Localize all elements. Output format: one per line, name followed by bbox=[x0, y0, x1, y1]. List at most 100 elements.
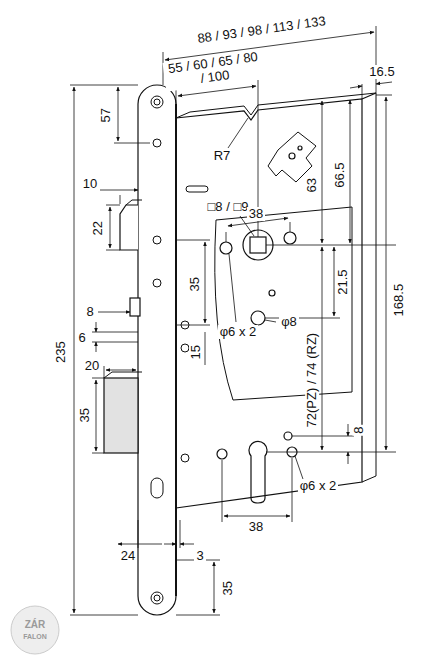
drawing-line bbox=[292, 458, 293, 522]
drawing-line bbox=[176, 88, 177, 118]
dimension-label: 235 bbox=[54, 339, 68, 365]
drawing-line bbox=[334, 247, 335, 316]
drawing-circle bbox=[284, 232, 296, 244]
drawing-line bbox=[362, 93, 376, 99]
dimension-label: 15 bbox=[189, 343, 203, 361]
drawing-circle bbox=[153, 139, 161, 147]
drawing-line bbox=[176, 240, 210, 241]
drawing-line bbox=[290, 222, 291, 232]
dimension-label: R7 bbox=[212, 149, 233, 163]
drawing-line bbox=[92, 332, 138, 333]
drawing-circle bbox=[298, 146, 302, 150]
drawing-line bbox=[164, 544, 176, 545]
drawing-circle bbox=[154, 595, 160, 601]
dimension-label: 21.5 bbox=[336, 267, 350, 296]
drawing-line bbox=[205, 332, 206, 365]
drawing-rect bbox=[151, 478, 163, 498]
dimension-label: 35 bbox=[188, 275, 202, 293]
drawing-line bbox=[350, 86, 362, 88]
drawing-circle bbox=[11, 606, 59, 654]
drawing-rect bbox=[138, 85, 176, 615]
dimension-label: 6 bbox=[76, 331, 87, 345]
drawing-line bbox=[266, 452, 396, 453]
drawing-line bbox=[322, 247, 323, 450]
drawing-circle bbox=[269, 290, 275, 296]
drawing-path bbox=[120, 205, 138, 250]
drawing-rect bbox=[186, 186, 208, 192]
drawing-line bbox=[176, 615, 220, 616]
drawing-line bbox=[96, 342, 97, 352]
drawing-line bbox=[120, 195, 121, 204]
drawing-circle bbox=[153, 279, 161, 287]
drawing-circle bbox=[151, 96, 163, 108]
drawing-line bbox=[70, 615, 138, 616]
drawing-rect bbox=[130, 298, 140, 316]
drawing-line bbox=[74, 87, 75, 613]
drawing-line bbox=[114, 143, 150, 144]
drawing-path bbox=[126, 200, 142, 205]
dimension-label: 20 bbox=[83, 359, 101, 373]
dimension-label: 8 bbox=[353, 424, 367, 435]
drawing-line bbox=[386, 97, 387, 450]
drawing-g bbox=[70, 26, 396, 615]
drawing-line bbox=[118, 87, 119, 141]
dimension-label: □8 / □9 bbox=[206, 200, 251, 214]
drawing-line bbox=[214, 562, 215, 613]
drawing-line bbox=[96, 322, 97, 332]
drawing-line bbox=[92, 378, 104, 379]
drawing-line bbox=[96, 380, 97, 451]
drawing-circle bbox=[251, 311, 265, 325]
dimension-label: 57 bbox=[99, 106, 113, 124]
drawing-line bbox=[266, 245, 396, 246]
drawing-path bbox=[176, 99, 362, 508]
drawing-line bbox=[265, 318, 340, 319]
drawing-rect bbox=[104, 378, 138, 453]
drawing-circle bbox=[151, 592, 163, 604]
drawing-line bbox=[92, 453, 104, 454]
drawing-line bbox=[98, 312, 130, 313]
dimension-label: 8 bbox=[84, 305, 95, 319]
drawing-line bbox=[376, 26, 377, 93]
dimension-label: 35 bbox=[78, 406, 92, 424]
drawing-line bbox=[70, 85, 138, 86]
dimension-label: 3 bbox=[194, 549, 205, 563]
drawing-line bbox=[292, 436, 354, 437]
drawing-line bbox=[118, 544, 162, 545]
drawing-line bbox=[224, 516, 290, 517]
drawing-line bbox=[222, 460, 223, 522]
drawing-path bbox=[104, 372, 142, 378]
drawing-circle bbox=[284, 432, 292, 440]
drawing-line bbox=[350, 100, 351, 243]
drawing-circle bbox=[220, 242, 232, 254]
drawing-line bbox=[348, 424, 349, 436]
drawing-path bbox=[215, 207, 352, 400]
dimension-label: φ6 x 2 bbox=[218, 325, 259, 339]
drawing-line bbox=[229, 254, 236, 322]
drawing-g bbox=[151, 96, 189, 604]
dimension-label: 16.5 bbox=[367, 65, 396, 79]
drawing-circle bbox=[217, 449, 227, 459]
drawing-line bbox=[205, 242, 206, 323]
drawing-line bbox=[180, 544, 194, 545]
dimension-label: 168.5 bbox=[392, 282, 406, 319]
drawing-line bbox=[265, 320, 276, 322]
dimension-label: 88 / 93 / 98 / 113 / 133 bbox=[195, 14, 329, 47]
dimension-label: 22 bbox=[91, 219, 105, 237]
dimension-label: 38 bbox=[247, 520, 265, 534]
drawing-line bbox=[376, 82, 392, 84]
drawing-line bbox=[376, 95, 392, 96]
dimension-label: 63 bbox=[305, 176, 319, 194]
dimension-label: φ6 x 2 bbox=[298, 479, 339, 493]
drawing-rect bbox=[250, 237, 266, 253]
dimension-label: 24 bbox=[119, 549, 137, 563]
drawing-line bbox=[175, 104, 177, 596]
dimension-label: 10 bbox=[81, 177, 99, 191]
drawing-line bbox=[92, 342, 138, 343]
drawing-line bbox=[176, 325, 210, 326]
drawing-circle bbox=[154, 99, 160, 105]
dimension-label: 66.5 bbox=[333, 160, 347, 189]
drawing-circle bbox=[181, 344, 189, 352]
drawing-line bbox=[226, 232, 227, 242]
dimension-label: 38 bbox=[247, 207, 265, 221]
